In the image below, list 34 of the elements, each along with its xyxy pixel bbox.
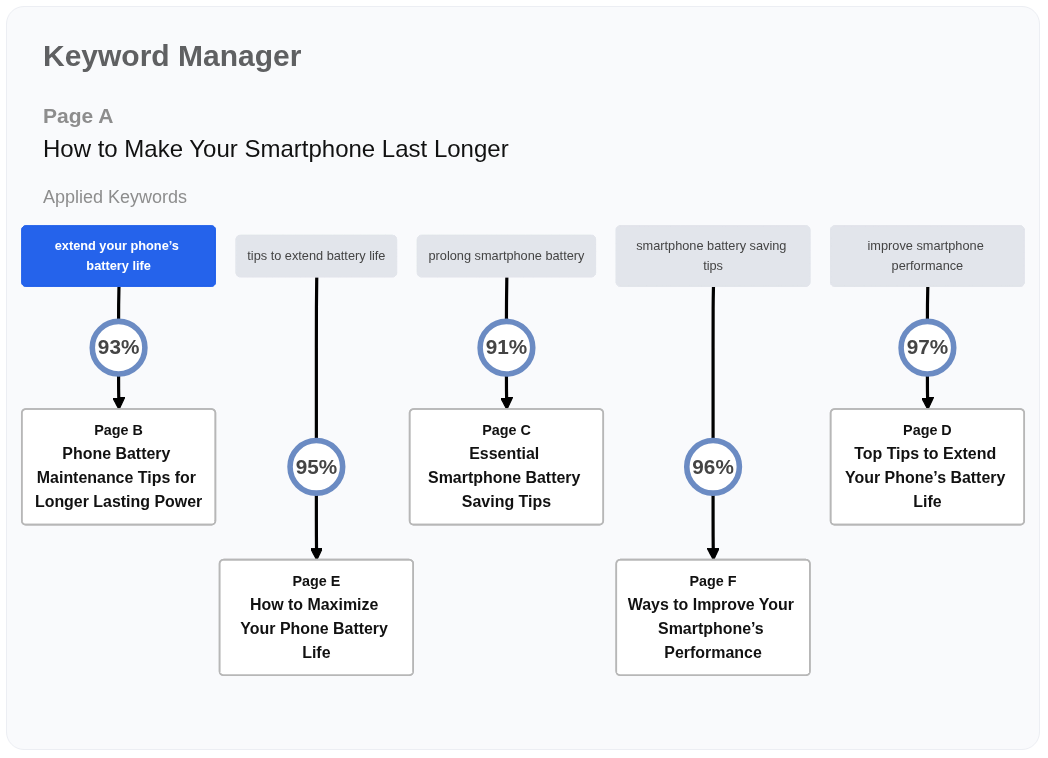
- page-title: How to Maximize Your Phone Battery Life: [240, 595, 389, 661]
- page-label: Page D: [903, 422, 952, 439]
- score-circle: 93%: [89, 318, 148, 377]
- score-circle: 95%: [287, 437, 346, 496]
- keyword-tag: tips to extend battery life: [235, 234, 397, 278]
- score-circle: 91%: [477, 318, 536, 377]
- score-circle: 97%: [898, 318, 957, 377]
- page-heading: How to Make Your Smartphone Last Longer: [43, 135, 509, 163]
- page-title: Phone Battery Maintenance Tips for Longer Lasting Power: [34, 444, 203, 511]
- page-title: Essential Smartphone Battery Saving Tips: [428, 444, 582, 511]
- page-title: Ways to Improve Your Smartphone’s Performance: [627, 595, 795, 661]
- page-card: [615, 558, 811, 676]
- page-card: [829, 408, 1025, 526]
- arrow: [706, 493, 720, 561]
- page-label: Page C: [482, 422, 531, 439]
- keyword-tag: smartphone battery saving tips: [615, 225, 811, 287]
- page-card: [21, 408, 217, 526]
- keyword-tag: improve smartphone performance: [830, 225, 1025, 287]
- page-label: Page E: [292, 573, 341, 590]
- page-title: Top Tips to Extend Your Phone’s Battery Life: [845, 444, 1007, 511]
- page-label: Page A: [43, 104, 114, 128]
- arrow: [500, 374, 514, 411]
- page-card: [408, 408, 605, 526]
- arrow: [112, 374, 126, 411]
- title: Keyword Manager: [43, 39, 302, 73]
- keyword-tag: prolong smartphone battery: [416, 234, 596, 278]
- arrow: [309, 493, 324, 561]
- page-card: [218, 558, 414, 676]
- page-label: Page F: [689, 573, 737, 590]
- score-circle: 96%: [683, 437, 743, 496]
- arrow: [920, 374, 935, 411]
- page-label: Page B: [94, 422, 143, 439]
- section-label: Applied Keywords: [43, 187, 188, 208]
- keyword-tag: extend your phone’s battery life: [21, 225, 216, 287]
